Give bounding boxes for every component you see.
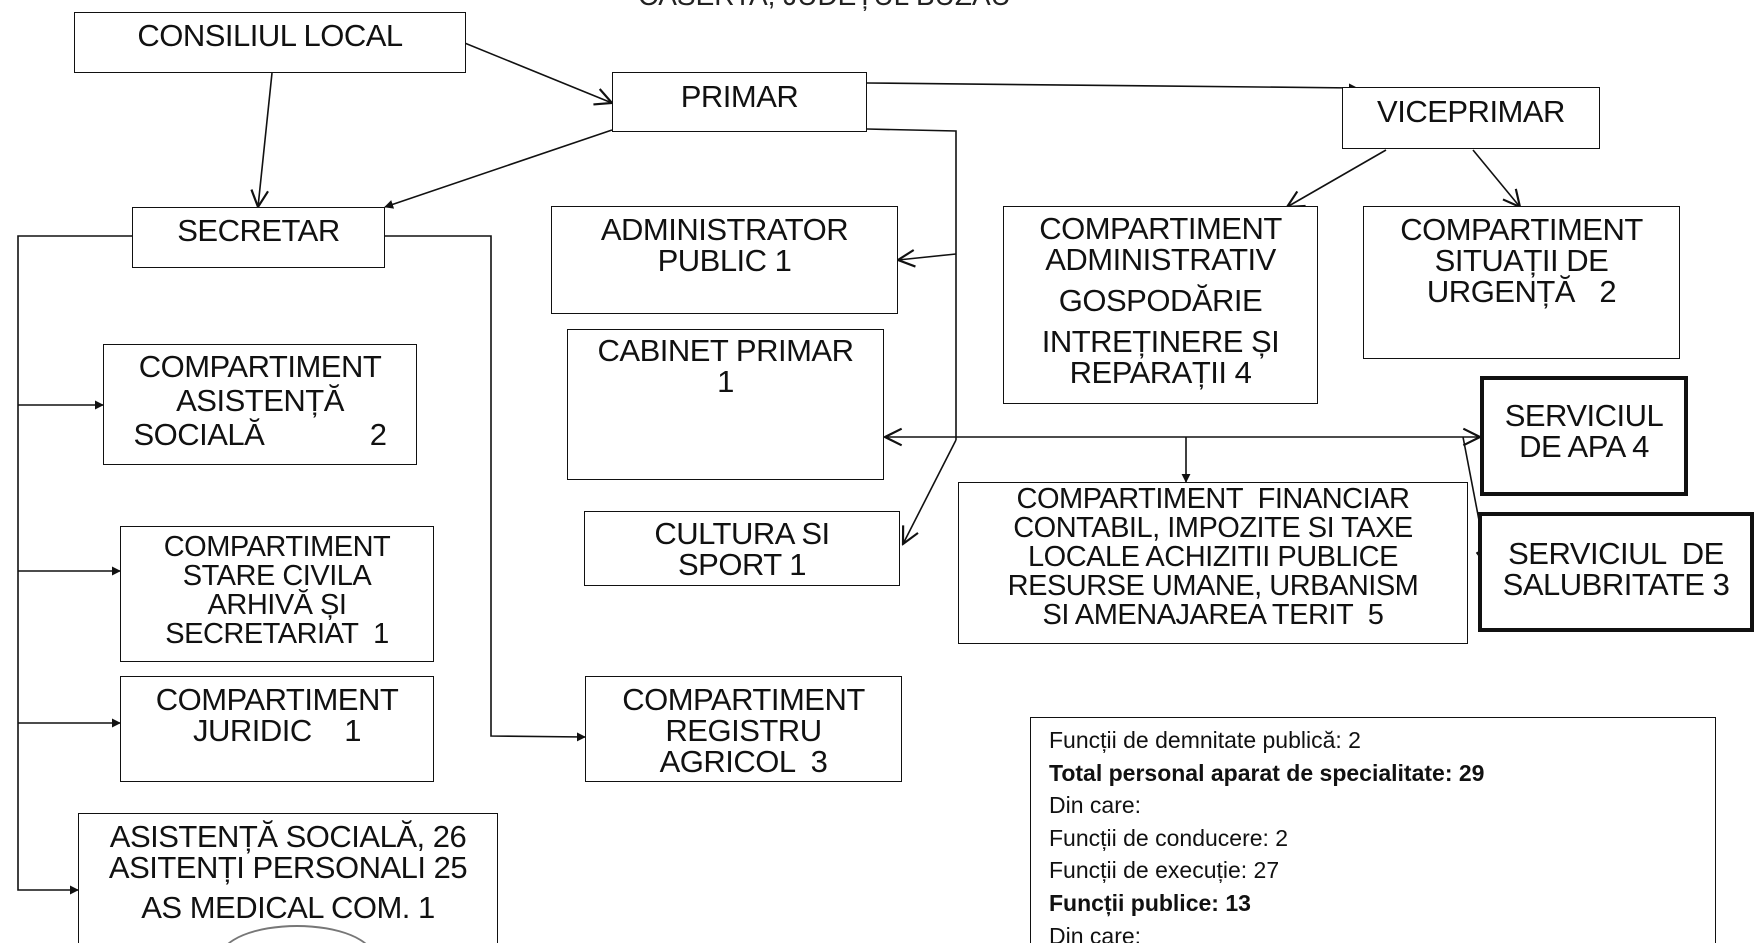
node-label-line: LOCALE ACHIZITII PUBLICE — [1028, 541, 1398, 573]
summary-line: Din care: — [1049, 792, 1142, 819]
node-label-line: AS MEDICAL COM. 1 — [141, 890, 435, 925]
node-compartiment-stare-civila: COMPARTIMENT STARE CIVILA ARHIVĂ ȘI SECR… — [120, 526, 434, 662]
node-cabinet-primar: CABINET PRIMAR 1 — [567, 329, 884, 480]
edge-trunk-cultura — [903, 439, 957, 544]
node-label: VICEPRIMAR — [1377, 94, 1565, 129]
node-label-line: REGISTRU — [665, 713, 822, 748]
node-label-line: SOCIALĂ 2 — [133, 417, 387, 452]
node-label-line: GOSPODĂRIE — [1058, 283, 1263, 318]
node-secretar: SECRETAR — [132, 207, 385, 268]
edge-vice-administrativ — [1287, 149, 1387, 207]
node-label-line: STARE CIVILA — [182, 560, 372, 592]
edge-primar-trunk — [866, 128, 957, 440]
node-compartiment-urgenta: COMPARTIMENT SITUAȚII DE URGENȚĂ 2 — [1363, 206, 1680, 359]
node-label-line: CONTABIL, IMPOZITE SI TAXE — [1013, 512, 1413, 544]
edge-secretar-registru — [385, 235, 586, 742]
node-consiliul-local: CONSILIUL LOCAL — [74, 12, 466, 73]
node-label-line: ASITENȚI PERSONALI 25 — [108, 850, 468, 885]
node-label-line: ADMINISTRATOR — [600, 212, 849, 247]
node-label-line: ADMINISTRATIV — [1045, 242, 1276, 277]
edge-primar-viceprimar — [866, 82, 1358, 93]
node-label-line: ASISTENȚĂ — [176, 383, 344, 418]
node-label-line: SERVICIUL — [1504, 398, 1664, 433]
node-label: SECRETAR — [177, 213, 340, 248]
node-label-line: CABINET PRIMAR — [597, 333, 854, 368]
node-label-line: COMPARTIMENT — [622, 682, 865, 717]
node-label-line: COMPARTIMENT — [163, 531, 391, 563]
node-label-line: COMPARTIMENT — [1400, 212, 1643, 247]
node-administrator-public: ADMINISTRATOR PUBLIC 1 — [551, 206, 898, 314]
summary-line: Din care: — [1049, 922, 1142, 943]
edge-trunk-administrator — [898, 254, 957, 260]
summary-line: Funcții publice: 13 — [1049, 889, 1251, 916]
node-label-line: 1 — [717, 364, 734, 399]
edge-consiliul-secretar — [258, 72, 273, 207]
node-label-line: COMPARTIMENT FINANCIAR — [1016, 483, 1410, 515]
node-compartiment-administrativ: COMPARTIMENT ADMINISTRATIV GOSPODĂRIE IN… — [1003, 206, 1318, 404]
node-label-line: ASISTENȚĂ SOCIALĂ, 26 — [109, 819, 467, 854]
node-label-line: PUBLIC 1 — [657, 243, 792, 278]
edge-vice-urgenta — [1472, 149, 1520, 207]
node-label-line: RESURSE UMANE, URBANISM — [1007, 570, 1419, 602]
node-label-line: SITUAȚII DE — [1434, 243, 1609, 278]
node-cultura-sport: CULTURA SI SPORT 1 — [584, 511, 900, 586]
node-label-line: URGENȚĂ 2 — [1426, 274, 1617, 309]
node-label-line: COMPARTIMENT — [1039, 211, 1282, 246]
node-label-line: JURIDIC 1 — [193, 713, 361, 748]
edge-consiliul-primar — [444, 34, 612, 103]
summary-line: Funcții de conducere: 2 — [1049, 824, 1289, 851]
node-label-line: SPORT 1 — [677, 547, 807, 582]
edge-primar-secretar — [384, 129, 613, 209]
staff-summary-box: Funcții de demnitate publică: 2 Total pe… — [1030, 717, 1716, 943]
node-primar: PRIMAR — [612, 72, 867, 132]
node-label-line: COMPARTIMENT — [138, 349, 382, 384]
summary-line: Total personal aparat de specialitate: 2… — [1049, 759, 1485, 786]
node-compartiment-registru: COMPARTIMENT REGISTRU AGRICOL 3 — [585, 676, 902, 782]
page-header: CASERTA, JUDEȚUL BUZĂU — [638, 0, 1011, 12]
edge-secretar-bus — [17, 235, 132, 895]
node-asistenta-sociala-26: ASISTENȚĂ SOCIALĂ, 26 ASITENȚI PERSONALI… — [78, 813, 498, 943]
summary-line: Funcții de execuție: 27 — [1049, 857, 1280, 884]
summary-line: Funcții de demnitate publică: 2 — [1049, 727, 1361, 753]
node-compartiment-juridic: COMPARTIMENT JURIDIC 1 — [120, 676, 434, 782]
node-compartiment-financiar: COMPARTIMENT FINANCIAR CONTABIL, IMPOZIT… — [958, 482, 1468, 644]
node-viceprimar: VICEPRIMAR — [1342, 87, 1600, 149]
node-label-line: ARHIVĂ ȘI — [207, 589, 347, 621]
node-label-line: AGRICOL 3 — [659, 744, 828, 779]
node-label: PRIMAR — [680, 79, 799, 114]
node-label-line: CULTURA SI — [654, 516, 830, 551]
node-serviciul-apa: SERVICIUL DE APA 4 — [1480, 376, 1688, 496]
node-label-line: DE APA 4 — [1519, 429, 1649, 464]
node-label-line: INTREȚINERE ȘI — [1041, 324, 1280, 359]
node-label-line: SALUBRITATE 3 — [1502, 567, 1730, 602]
node-label-line: SERVICIUL DE — [1508, 536, 1724, 571]
node-label-line: REPARAȚII 4 — [1069, 355, 1252, 390]
node-label-line: SECRETARIAT 1 — [165, 618, 389, 650]
node-serviciul-salubritate: SERVICIUL DE SALUBRITATE 3 — [1478, 512, 1754, 632]
node-compartiment-asistenta: COMPARTIMENT ASISTENȚĂ SOCIALĂ 2 — [103, 344, 417, 465]
node-label-line: SI AMENAJAREA TERIT 5 — [1042, 599, 1384, 631]
node-label: CONSILIUL LOCAL — [137, 18, 403, 53]
node-label-line: COMPARTIMENT — [155, 682, 399, 717]
